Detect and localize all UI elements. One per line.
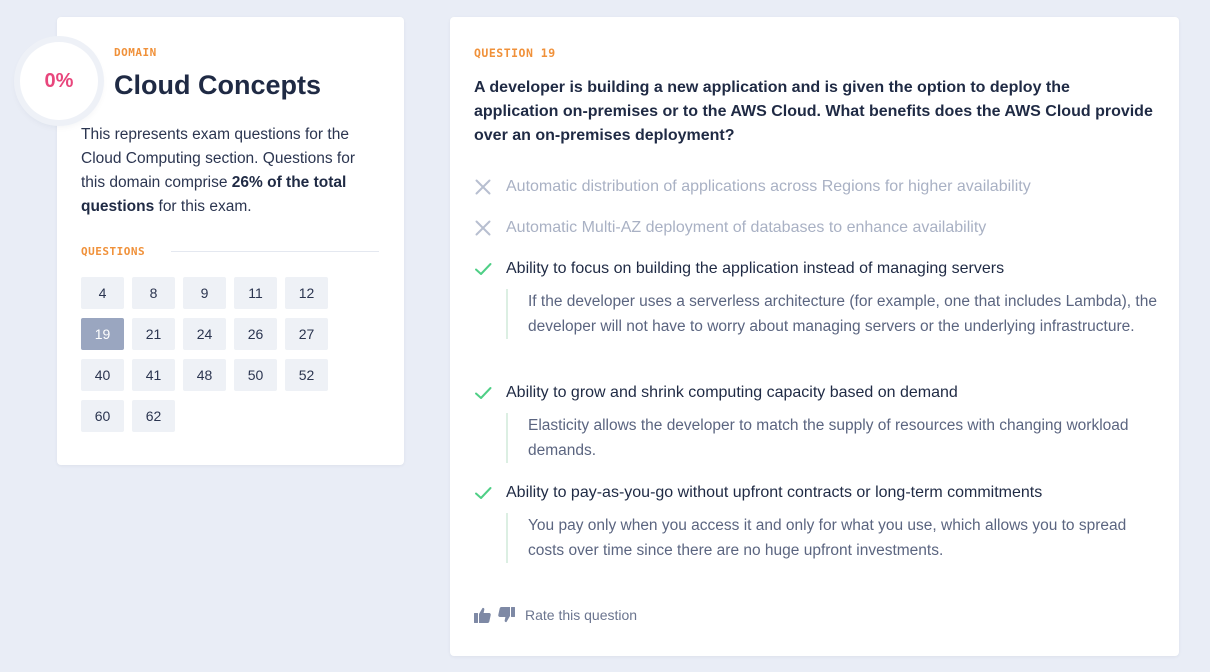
check-icon <box>475 487 492 499</box>
question-button-9[interactable]: 9 <box>183 277 226 309</box>
answer-option[interactable]: Ability to grow and shrink computing cap… <box>474 383 1164 463</box>
question-button-4[interactable]: 4 <box>81 277 124 309</box>
question-button-40[interactable]: 40 <box>81 359 124 391</box>
answer-explanation: You pay only when you access it and only… <box>506 513 1164 563</box>
description-text: This represents exam questions for the C… <box>81 126 355 191</box>
answer-option[interactable]: Ability to focus on building the applica… <box>474 259 1164 339</box>
answer-row: Ability to grow and shrink computing cap… <box>474 383 1164 403</box>
domain-label: DOMAIN <box>114 46 157 59</box>
answer-row: Ability to pay-as-you-go without upfront… <box>474 483 1164 503</box>
question-text: A developer is building a new applicatio… <box>474 79 1153 144</box>
rate-question: Rate this question <box>474 607 637 623</box>
answer-option[interactable]: Automatic distribution of applications a… <box>474 177 1164 197</box>
question-button-12[interactable]: 12 <box>285 277 328 309</box>
answer-option[interactable]: Ability to pay-as-you-go without upfront… <box>474 483 1164 563</box>
check-icon <box>475 263 492 275</box>
answer-explanation: Elasticity allows the developer to match… <box>506 413 1164 463</box>
question-button-11[interactable]: 11 <box>234 277 277 309</box>
question-button-26[interactable]: 26 <box>234 318 277 350</box>
questions-label: QUESTIONS <box>81 245 146 258</box>
question-card: QUESTION 19 A developer is building a ne… <box>450 17 1179 656</box>
questions-divider <box>171 251 379 252</box>
progress-value: 0% <box>44 69 74 92</box>
answer-explanation: If the developer uses a serverless archi… <box>506 289 1164 339</box>
answer-row: Automatic distribution of applications a… <box>474 177 1164 197</box>
question-button-19[interactable]: 19 <box>81 318 124 350</box>
domain-description: This represents exam questions for the C… <box>81 123 381 219</box>
question-button-41[interactable]: 41 <box>132 359 175 391</box>
description-text-end: for this exam. <box>154 198 252 215</box>
answer-text: Ability to focus on building the applica… <box>506 260 1005 277</box>
answer-row: Ability to focus on building the applica… <box>474 259 1164 279</box>
x-icon <box>475 220 491 236</box>
question-button-62[interactable]: 62 <box>132 400 175 432</box>
answer-text: Automatic distribution of applications a… <box>506 178 1031 195</box>
rate-label[interactable]: Rate this question <box>525 607 638 623</box>
question-button-60[interactable]: 60 <box>81 400 124 432</box>
answer-text: Automatic Multi-AZ deployment of databas… <box>506 219 987 236</box>
question-button-8[interactable]: 8 <box>132 277 175 309</box>
question-button-50[interactable]: 50 <box>234 359 277 391</box>
thumbs-up-icon[interactable] <box>474 607 491 623</box>
answer-row: Automatic Multi-AZ deployment of databas… <box>474 218 1164 238</box>
description-highlight: 26% of the total questions <box>81 174 347 215</box>
question-button-24[interactable]: 24 <box>183 318 226 350</box>
answer-text: Ability to pay-as-you-go without upfront… <box>506 484 1043 501</box>
question-label: QUESTION 19 <box>474 46 556 60</box>
answer-option[interactable]: Automatic Multi-AZ deployment of databas… <box>474 218 1164 238</box>
check-icon <box>475 387 492 399</box>
thumbs-down-icon[interactable] <box>498 607 515 623</box>
question-button-52[interactable]: 52 <box>285 359 328 391</box>
question-button-27[interactable]: 27 <box>285 318 328 350</box>
answer-text: Ability to grow and shrink computing cap… <box>506 384 958 401</box>
domain-card: DOMAIN Cloud Concepts This represents ex… <box>57 17 404 465</box>
x-icon <box>475 179 491 195</box>
question-button-21[interactable]: 21 <box>132 318 175 350</box>
question-button-48[interactable]: 48 <box>183 359 226 391</box>
domain-title: Cloud Concepts <box>114 70 321 100</box>
progress-ring: 0% <box>20 42 98 120</box>
